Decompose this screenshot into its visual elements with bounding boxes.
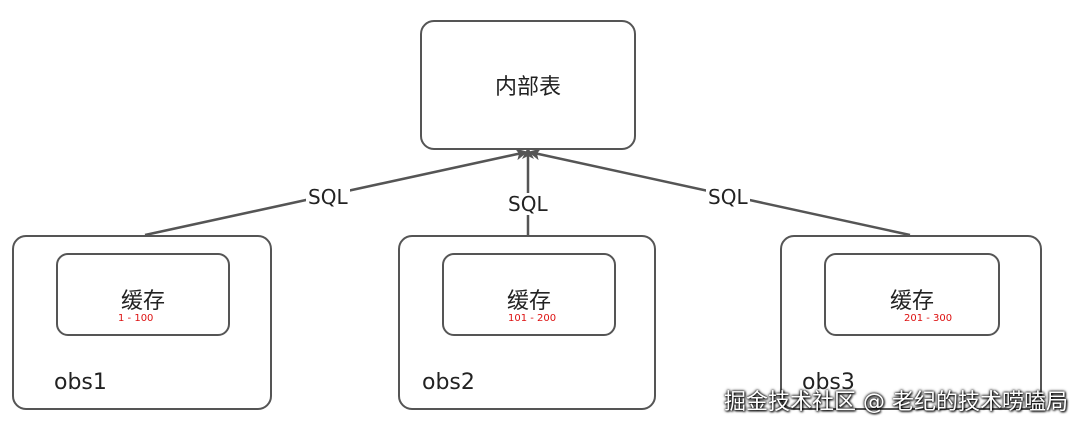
internal-table-label: 内部表 [494, 75, 561, 100]
watermark-text: 掘金技术社区 @ 老纪的技术唠嗑局 [724, 390, 1068, 415]
cache-label: 缓存 [889, 289, 934, 314]
edge-label-obs2: SQL [506, 192, 550, 216]
cache-node-obs1: 缓存 1 - 100 [56, 253, 230, 336]
cache-node-obs3: 缓存 201 - 300 [824, 253, 1000, 336]
server-name-obs3: obs3 [802, 370, 855, 395]
cache-node-obs2: 缓存 101 - 200 [442, 253, 616, 336]
cache-range-obs2: 101 - 200 [508, 313, 557, 324]
internal-table-node: 内部表 [420, 20, 636, 150]
server-name-obs2: obs2 [422, 370, 475, 395]
server-node-obs1: 缓存 1 - 100 obs1 [12, 235, 272, 410]
cache-label: 缓存 [120, 289, 165, 314]
server-name-obs1: obs1 [54, 370, 107, 395]
server-node-obs3: 缓存 201 - 300 obs3 [780, 235, 1042, 410]
cache-label: 缓存 [506, 289, 551, 314]
edge-label-obs3: SQL [706, 185, 750, 209]
edge-label-obs1: SQL [306, 185, 350, 209]
cache-range-obs3: 201 - 300 [904, 313, 953, 324]
server-node-obs2: 缓存 101 - 200 obs2 [398, 235, 656, 410]
cache-range-obs1: 1 - 100 [118, 313, 154, 324]
